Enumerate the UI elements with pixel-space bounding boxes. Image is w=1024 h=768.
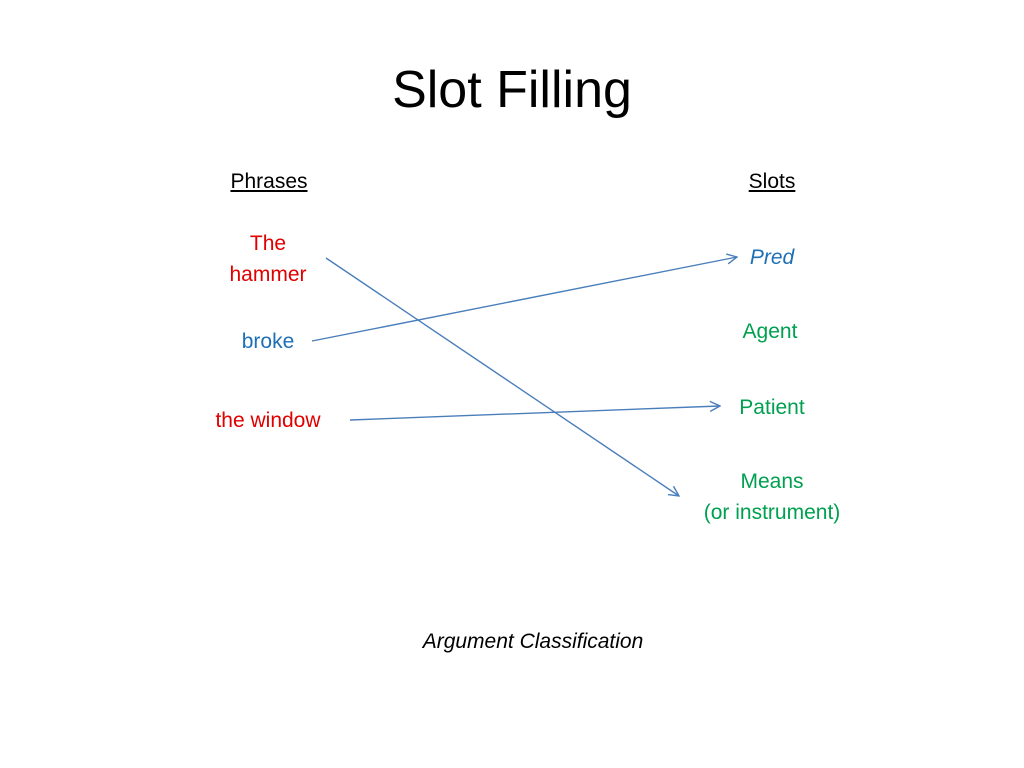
phrase-the-hammer-line-1: The — [249, 232, 287, 255]
slot-patient: Patient — [672, 392, 872, 423]
arrow-the-hammer-to-means — [325, 257, 679, 496]
slot-means-line-2: (or instrument) — [703, 501, 841, 524]
slot-agent-line-1: Agent — [742, 320, 798, 343]
phrase-broke-line-1: broke — [241, 330, 295, 353]
slide-caption: Argument Classification — [422, 630, 644, 653]
arrow-the-window-to-patient — [349, 406, 720, 421]
slot-pred-line-1: Pred — [749, 246, 795, 269]
phrase-the-window-line-1: the window — [215, 409, 321, 432]
slot-means: Means (or instrument) — [652, 466, 892, 528]
arrow-broke-to-pred — [311, 257, 737, 342]
slide-title: Slot Filling — [392, 61, 632, 119]
slots-header: Slots — [748, 170, 796, 193]
phrases-header: Phrases — [230, 170, 308, 193]
phrase-the-window: the window — [148, 405, 388, 436]
phrase-the-hammer-line-2: hammer — [229, 263, 307, 286]
slot-pred: Pred — [672, 242, 872, 273]
phrase-broke: broke — [168, 326, 368, 357]
slot-patient-line-1: Patient — [739, 396, 805, 419]
phrase-the-hammer: The hammer — [168, 228, 368, 290]
slot-means-line-1: Means — [740, 470, 804, 493]
slot-agent: Agent — [670, 316, 870, 347]
